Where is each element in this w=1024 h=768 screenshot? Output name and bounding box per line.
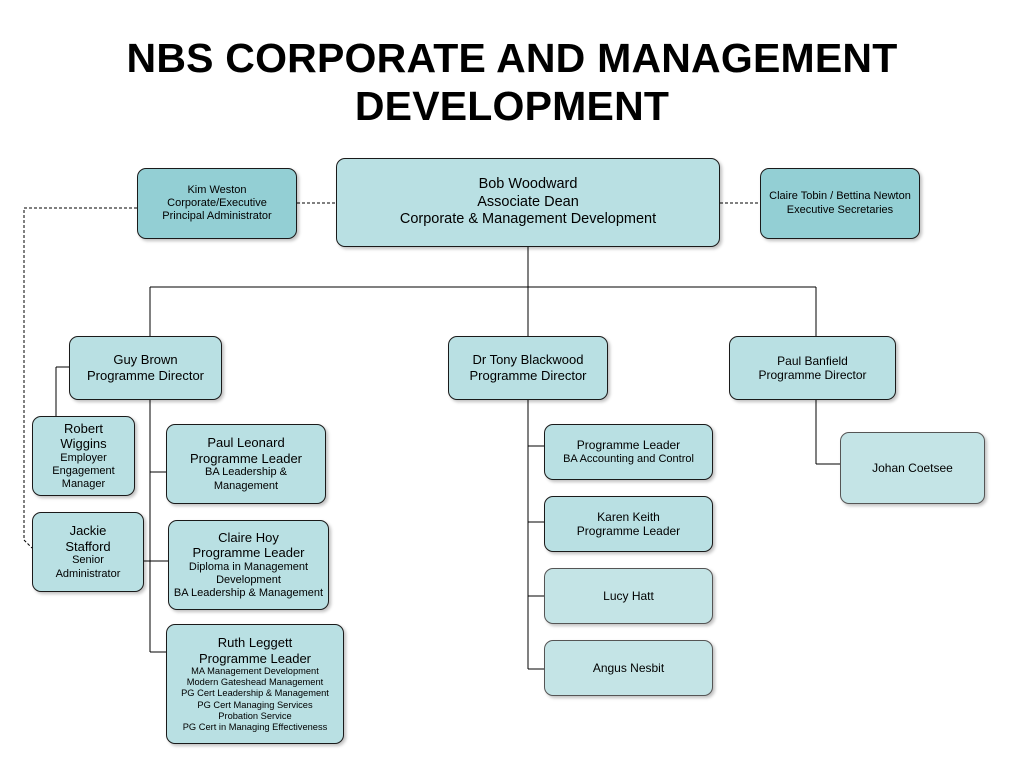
node-role: Programme Director [469, 368, 587, 383]
node-name: Claire Tobin / Bettina Newton [769, 190, 911, 203]
node-name: Claire Hoy [218, 529, 279, 545]
node-tony-blackwood: Dr Tony Blackwood Programme Director [448, 336, 608, 400]
node-programme-2: Management [213, 479, 279, 492]
node-name: Kim Weston [187, 183, 247, 196]
node-kim-weston: Kim Weston Corporate/Executive Principal… [137, 168, 297, 239]
node-role-1: Employer [60, 451, 107, 464]
node-programme: BA Accounting and Control [563, 452, 694, 465]
node-johan-coetsee: Johan Coetsee [840, 432, 985, 504]
node-role: Programme Leader [190, 450, 302, 466]
node-paul-leonard: Paul Leonard Programme Leader BA Leaders… [166, 424, 326, 504]
node-lucy-hatt: Lucy Hatt [544, 568, 713, 624]
node-role: Executive Secretaries [786, 203, 894, 216]
node-role-2: Engagement [52, 465, 115, 477]
node-programme-1: BA Leadership & [205, 466, 287, 479]
node-name: Dr Tony Blackwood [472, 352, 584, 368]
node-name: Bob Woodward [478, 176, 578, 193]
node-guy-brown: Guy Brown Programme Director [69, 336, 222, 400]
node-name: Angus Nesbit [592, 660, 665, 675]
node-name: Jackie Stafford [65, 523, 111, 554]
title-line-2: DEVELOPMENT [354, 83, 670, 129]
node-role-2: Principal Administrator [162, 210, 272, 223]
node-name: Karen Keith [597, 509, 660, 524]
node-name: Lucy Hatt [603, 588, 654, 603]
node-programme-4: PG Cert Managing Services [197, 699, 313, 710]
node-claire-hoy: Claire Hoy Programme Leader Diploma in M… [168, 520, 329, 610]
node-programme-5: Probation Service [218, 710, 292, 721]
title-line-1: NBS CORPORATE AND MANAGEMENT [126, 35, 898, 81]
node-role: Corporate/Executive [167, 196, 267, 209]
node-dept: Corporate & Management Development [399, 211, 657, 228]
node-name: Paul Leonard [207, 435, 285, 451]
dashed-connector-kim-to-jackie [23, 207, 137, 549]
node-name: Johan Coetsee [872, 460, 953, 475]
node-bob-woodward: Bob Woodward Associate Dean Corporate & … [336, 158, 720, 247]
node-programme-1: Diploma in Management [188, 560, 309, 573]
node-programme-3: PG Cert Leadership & Management [181, 688, 329, 699]
page-title: NBS CORPORATE AND MANAGEMENT DEVELOPMENT [0, 34, 1024, 130]
node-programme-6: PG Cert in Managing Effectiveness [182, 721, 328, 732]
node-role: Programme Leader [192, 545, 305, 561]
node-angus-nesbit: Angus Nesbit [544, 640, 713, 696]
node-name: Guy Brown [113, 352, 178, 368]
node-role: Programme Leader [199, 650, 311, 666]
node-programme-2: Development [216, 574, 281, 586]
node-name: Ruth Leggett [217, 634, 293, 650]
node-karen-keith: Karen Keith Programme Leader [544, 496, 713, 552]
node-programme-2: Modern Gateshead Management [186, 677, 324, 688]
node-name: Robert Wiggins [60, 420, 107, 452]
node-ruth-leggett: Ruth Leggett Programme Leader MA Managem… [166, 624, 344, 744]
node-paul-banfield: Paul Banfield Programme Director [729, 336, 896, 400]
node-name: Paul Banfield [777, 353, 848, 368]
node-role-2: Administrator [55, 567, 121, 580]
node-robert-wiggins: Robert Wiggins Employer Engagement Manag… [32, 416, 135, 496]
node-role: Associate Dean [477, 193, 579, 210]
node-jackie-stafford: Jackie Stafford Senior Administrator [32, 512, 144, 592]
node-role: Programme Leader [576, 438, 681, 453]
node-role: Programme Director [86, 368, 205, 383]
node-role-1: Senior [72, 554, 104, 567]
node-programme-3: BA Leadership & Management [173, 587, 324, 600]
node-role-3: Manager [61, 478, 106, 491]
node-programme-leader-ba-accounting: Programme Leader BA Accounting and Contr… [544, 424, 713, 480]
node-programme-1: MA Management Development [191, 666, 319, 677]
node-role: Programme Director [758, 368, 867, 382]
node-claire-tobin-bettina-newton: Claire Tobin / Bettina Newton Executive … [760, 168, 920, 239]
node-role: Programme Leader [576, 524, 681, 538]
